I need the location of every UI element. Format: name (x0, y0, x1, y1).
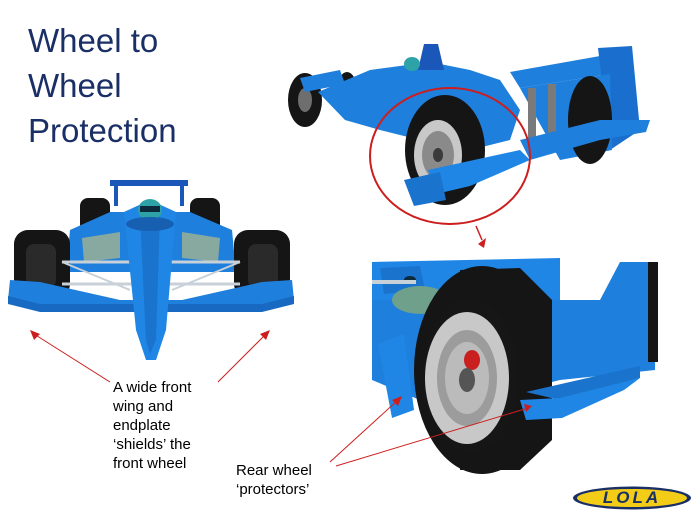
front-caption-line-4: ‘shields’ the (113, 436, 191, 453)
arrow-protector-left-icon (392, 396, 402, 406)
slide-title: Wheel to Wheel Protection (28, 18, 248, 153)
title-line-2: Wheel (28, 67, 122, 104)
highlight-circle (369, 87, 531, 225)
arrow-right-wing-icon (260, 330, 270, 340)
title-line-3: Protection (28, 112, 177, 149)
rear-wheel-closeup-image (370, 258, 658, 474)
rear-view-car-image (288, 44, 650, 206)
title-line-1: Wheel to (28, 22, 159, 59)
arrow-protector-right-icon (524, 404, 532, 412)
lola-logo: LOLA (572, 486, 692, 510)
front-caption-line-5: front wheel (113, 455, 187, 472)
arrow-left-wing-icon (30, 330, 40, 340)
annotations (30, 87, 532, 467)
front-view-car-image (8, 180, 294, 360)
logo-text: LOLA (602, 488, 662, 507)
front-caption-line-2: wing and (113, 398, 174, 415)
front-caption-line-1: A wide front (113, 379, 192, 396)
front-caption-line-3: endplate (113, 417, 171, 434)
logo-badge-icon (573, 486, 691, 510)
rear-caption-line-2: ‘protectors’ (236, 481, 310, 498)
rear-caption-line-1: Rear wheel (236, 462, 312, 479)
rear-protector-caption: Rear wheel ‘protectors’ (236, 461, 386, 499)
arrow-down-icon (478, 238, 486, 248)
front-wing-caption: A wide front wing and endplate ‘shields’… (113, 378, 243, 473)
